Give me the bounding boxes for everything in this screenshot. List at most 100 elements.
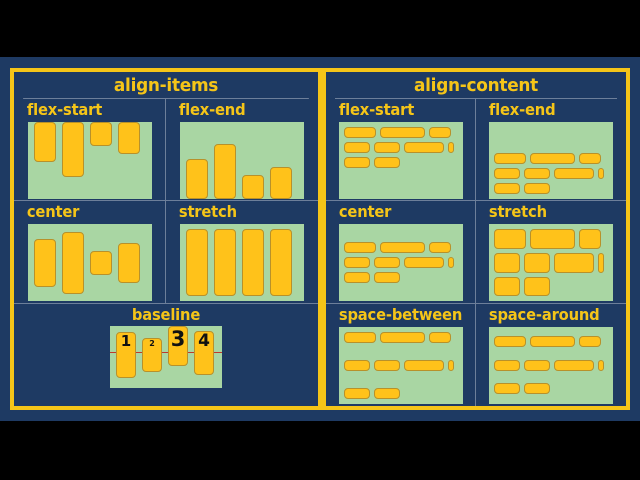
- demo-align-content-flex-start: [338, 122, 463, 199]
- flex-item: [403, 359, 444, 371]
- flex-item: [33, 122, 56, 162]
- panel-title-align-content: align-content: [335, 72, 617, 99]
- flex-item: [428, 242, 451, 254]
- align-items-row-1: flex-start flex-end: [14, 99, 318, 202]
- flex-item-numbered: 4: [194, 330, 214, 375]
- flex-item: [214, 229, 236, 297]
- flex-item: [343, 142, 370, 153]
- panels-container: align-items flex-start: [10, 68, 630, 410]
- flex-item: [61, 122, 84, 177]
- flex-item: [343, 272, 370, 284]
- flex-item: [373, 157, 400, 168]
- flex-item: [270, 229, 292, 297]
- align-content-row-1: flex-start: [326, 99, 626, 202]
- flex-item: [343, 331, 376, 343]
- flex-item: [403, 257, 444, 269]
- flex-item: [343, 157, 370, 168]
- cell-align-items-baseline[interactable]: baseline 1 2 3 4: [14, 304, 318, 406]
- flex-item: [579, 153, 601, 164]
- cell-align-content-center[interactable]: center: [326, 201, 476, 304]
- flex-item: [242, 175, 264, 199]
- flex-item-numbered: 3: [168, 325, 188, 366]
- flex-item: [343, 359, 370, 371]
- flex-item: [494, 383, 520, 395]
- flex-item: [186, 159, 208, 199]
- cell-align-content-space-around[interactable]: space-around: [476, 304, 626, 406]
- flex-item: [33, 238, 56, 287]
- flex-item: [89, 122, 112, 146]
- flex-item: [494, 252, 520, 273]
- flex-item: [242, 229, 264, 297]
- cell-align-content-flex-end[interactable]: flex-end: [476, 99, 626, 202]
- demo-align-items-flex-end: [180, 122, 304, 199]
- flex-item-numbered: 2: [142, 337, 162, 372]
- cell-label-space-around: space-around: [488, 304, 600, 324]
- flex-item: [524, 252, 550, 273]
- demo-align-content-center: [338, 224, 463, 302]
- flex-item: [530, 153, 575, 164]
- cell-label-flex-start: flex-start: [26, 100, 103, 119]
- flex-item: [403, 142, 444, 153]
- flex-item: [186, 229, 208, 297]
- flex-item-numbered: 1: [116, 331, 136, 378]
- flex-item: [343, 242, 376, 254]
- flex-item: [524, 183, 550, 194]
- cell-align-content-space-between[interactable]: space-between: [326, 303, 476, 406]
- cell-align-content-flex-start[interactable]: flex-start: [326, 99, 476, 202]
- align-content-grid: flex-start: [326, 99, 626, 406]
- cell-align-content-stretch[interactable]: stretch: [476, 201, 626, 304]
- flex-item: [494, 183, 520, 194]
- demo-align-items-stretch: [180, 224, 304, 302]
- align-items-row-3: baseline 1 2 3 4: [14, 304, 318, 406]
- flex-item: [524, 276, 550, 297]
- cell-align-items-center[interactable]: center: [14, 201, 166, 304]
- flex-item: [530, 229, 575, 249]
- demo-align-content-space-around: [489, 326, 613, 404]
- cell-align-items-flex-start[interactable]: flex-start: [14, 99, 166, 202]
- flex-item: [554, 359, 594, 371]
- flex-item: [598, 168, 604, 179]
- panel-title-align-items: align-items: [23, 72, 309, 99]
- align-items-row-2: center stretch: [14, 201, 318, 304]
- cell-label-flex-end: flex-end: [178, 100, 246, 119]
- flex-item: [524, 168, 550, 179]
- baseline-rule: [110, 351, 222, 353]
- flex-item: [530, 335, 575, 347]
- flex-item: [117, 122, 140, 154]
- flex-item: [579, 335, 601, 347]
- cell-label-space-between: space-between: [338, 304, 463, 324]
- cell-align-items-flex-end[interactable]: flex-end: [166, 99, 318, 202]
- flex-item: [343, 127, 376, 138]
- flex-item: [61, 231, 84, 294]
- flex-item: [494, 335, 526, 347]
- flex-item: [447, 359, 454, 371]
- demo-align-content-flex-end: [489, 122, 613, 199]
- baseline-demo-wrap: 1 2 3 4: [14, 324, 318, 406]
- flex-item: [379, 242, 425, 254]
- panel-align-items: align-items flex-start: [10, 68, 322, 410]
- flex-item: [524, 359, 550, 371]
- align-content-row-3: space-between: [326, 303, 626, 406]
- flex-item: [494, 359, 520, 371]
- flex-item: [598, 252, 604, 273]
- flex-item: [117, 242, 140, 283]
- flex-item: [428, 331, 451, 343]
- cell-label-center: center: [338, 202, 392, 222]
- flex-item: [524, 383, 550, 395]
- cell-align-items-stretch[interactable]: stretch: [166, 201, 318, 304]
- flex-item: [379, 127, 425, 138]
- flex-item: [379, 331, 425, 343]
- flex-item: [343, 387, 370, 399]
- align-items-grid: flex-start flex-end: [14, 99, 318, 406]
- flex-item: [428, 127, 451, 138]
- demo-align-items-flex-start: [27, 122, 152, 199]
- flex-item: [494, 276, 520, 297]
- flex-item: [373, 142, 400, 153]
- flex-item: [373, 387, 400, 399]
- flex-item: [447, 257, 454, 269]
- flex-item: [579, 229, 601, 249]
- flex-item: [494, 168, 520, 179]
- align-content-row-2: center: [326, 201, 626, 304]
- cell-label-baseline: baseline: [131, 304, 201, 324]
